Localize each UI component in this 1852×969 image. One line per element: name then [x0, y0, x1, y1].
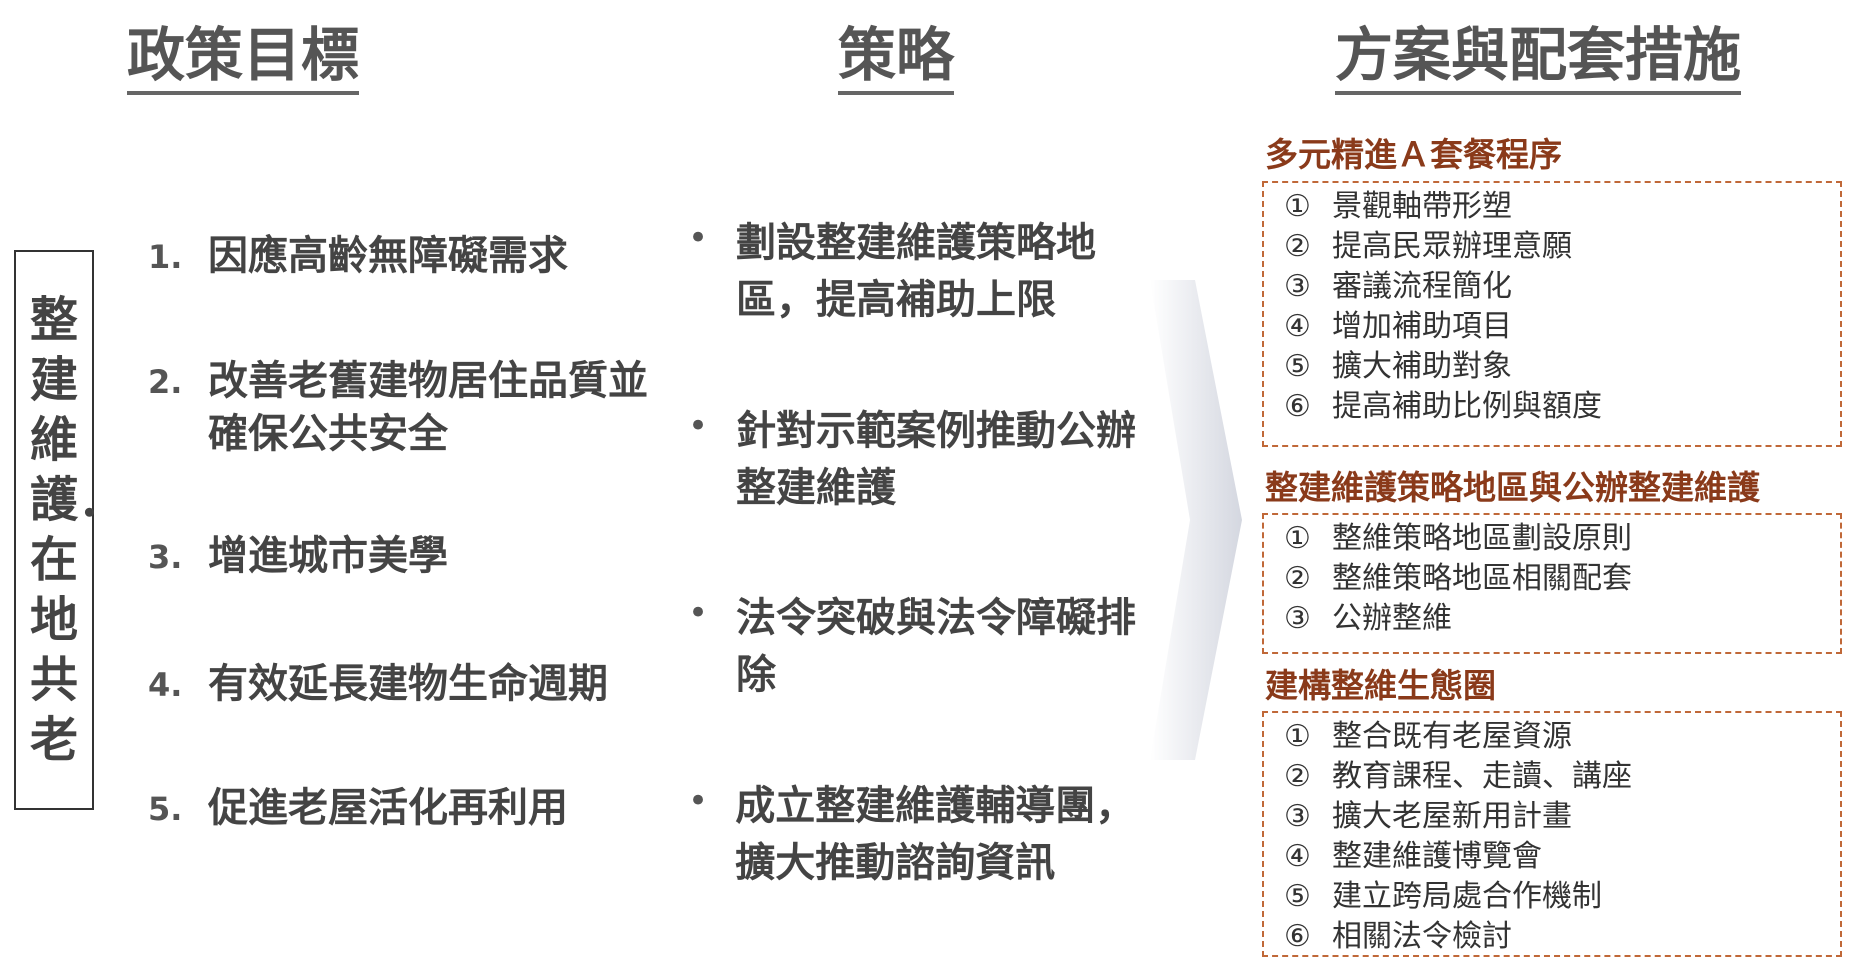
goal-number: 5. — [148, 790, 183, 828]
item-number: ④ — [1284, 839, 1311, 874]
measure-item: ⑥ 提高補助比例與額度 — [1284, 387, 1840, 427]
measure-item: ④ 增加補助項目 — [1284, 307, 1840, 347]
item-text: 增加補助項目 — [1332, 309, 1512, 344]
goal-item: 4. 有效延長建物生命週期 — [148, 658, 668, 711]
goal-number: 3. — [148, 538, 183, 576]
goal-item: 2. 改善老舊建物居住品質並確保公共安全 — [148, 355, 668, 461]
item-number: ① — [1284, 521, 1311, 556]
item-text: 整維策略地區劃設原則 — [1332, 521, 1632, 556]
item-text: 整建維護博覽會 — [1332, 839, 1542, 874]
goal-number: 2. — [148, 363, 183, 401]
item-text: 擴大老屋新用計畫 — [1332, 799, 1572, 834]
measure-item: ① 整合既有老屋資源 — [1284, 717, 1840, 757]
item-text: 建立跨局處合作機制 — [1332, 879, 1602, 914]
strategy-text: 針對示範案例推動公辦整建維護 — [736, 408, 1136, 511]
strategy-text: 劃設整建維護策略地區，提高補助上限 — [736, 220, 1096, 323]
measure-item: ④ 整建維護博覽會 — [1284, 837, 1840, 877]
measure-item: ① 整維策略地區劃設原則 — [1284, 519, 1840, 559]
measure-item: ② 教育課程、走讀、講座 — [1284, 757, 1840, 797]
item-text: 擴大補助對象 — [1332, 349, 1512, 384]
header-policy-goals: 政策目標 — [127, 22, 360, 95]
header-strategy: 策略 — [838, 22, 955, 95]
strategy-text: 成立整建維護輔導團，擴大推動諮詢資訊 — [735, 783, 1136, 886]
item-text: 整維策略地區相關配套 — [1332, 561, 1632, 596]
vertical-theme-box: 整建維護．在地共老 — [14, 250, 127, 810]
group-box: ① 整合既有老屋資源 ② 教育課程、走讀、講座 ③ 擴大老屋新用計畫 ④ 整建維護博覽會… — [1262, 711, 1842, 957]
item-number: ⑤ — [1284, 879, 1311, 914]
item-number: ③ — [1284, 269, 1311, 304]
item-number: ③ — [1284, 601, 1311, 636]
group-title: 多元精進Ａ套餐程序 — [1265, 135, 1562, 174]
group-title: 整建維護策略地區與公辦整建維護 — [1265, 468, 1760, 507]
goal-text: 促進老屋活化再利用 — [208, 785, 568, 831]
item-text: 相關法令檢討 — [1332, 919, 1512, 954]
group-box: ① 景觀軸帶形塑 ② 提高民眾辦理意願 ③ 審議流程簡化 ④ 增加補助項目 ⑤ 擴大補助對… — [1262, 181, 1842, 447]
measure-item: ① 景觀軸帶形塑 — [1284, 187, 1840, 227]
goal-text: 因應高齡無障礙需求 — [208, 233, 568, 279]
item-number: ③ — [1284, 799, 1311, 834]
strategy-item: • 成立整建維護輔導團，擴大推動諮詢資訊 — [688, 778, 1168, 892]
measure-item: ⑤ 擴大補助對象 — [1284, 347, 1840, 387]
goal-text: 增進城市美學 — [208, 533, 448, 579]
strategy-text: 法令突破與法令障礙排除 — [736, 595, 1136, 698]
chevron-shape — [1150, 280, 1242, 760]
item-text: 審議流程簡化 — [1332, 269, 1512, 304]
item-text: 提高補助比例與額度 — [1332, 389, 1602, 424]
vertical-theme-label: 整建維護．在地共老 — [30, 292, 127, 768]
item-text: 公辦整維 — [1332, 601, 1452, 636]
goal-text: 改善老舊建物居住品質並確保公共安全 — [208, 358, 648, 457]
goal-number: 1. — [148, 238, 183, 276]
measure-item: ③ 公辦整維 — [1284, 599, 1840, 639]
measure-item: ⑤ 建立跨局處合作機制 — [1284, 877, 1840, 917]
measure-item: ② 整維策略地區相關配套 — [1284, 559, 1840, 599]
measure-item: ③ 擴大老屋新用計畫 — [1284, 797, 1840, 837]
group-box: ① 整維策略地區劃設原則 ② 整維策略地區相關配套 ③ 公辦整維 — [1262, 513, 1842, 654]
bullet-icon: • — [688, 781, 709, 821]
measure-item: ⑥ 相關法令檢討 — [1284, 917, 1840, 957]
bullet-icon: • — [688, 593, 709, 633]
item-number: ② — [1284, 229, 1311, 264]
goal-item: 1. 因應高齡無障礙需求 — [148, 230, 668, 283]
item-number: ① — [1284, 719, 1311, 754]
header-measures: 方案與配套措施 — [1335, 22, 1742, 95]
chevron-arrow-icon — [1150, 280, 1242, 760]
item-number: ④ — [1284, 309, 1311, 344]
item-text: 景觀軸帶形塑 — [1332, 189, 1512, 224]
measure-item: ② 提高民眾辦理意願 — [1284, 227, 1840, 267]
item-number: ① — [1284, 189, 1311, 224]
item-text: 教育課程、走讀、講座 — [1332, 759, 1632, 794]
measure-item: ③ 審議流程簡化 — [1284, 267, 1840, 307]
item-number: ⑥ — [1284, 389, 1311, 424]
item-number: ② — [1284, 759, 1311, 794]
bullet-icon: • — [688, 406, 709, 446]
goal-text: 有效延長建物生命週期 — [208, 661, 608, 707]
goal-item: 5. 促進老屋活化再利用 — [148, 782, 668, 835]
goal-item: 3. 增進城市美學 — [148, 530, 668, 583]
bullet-icon: • — [688, 218, 709, 258]
strategy-item: • 針對示範案例推動公辦整建維護 — [688, 403, 1168, 517]
item-number: ② — [1284, 561, 1311, 596]
goal-number: 4. — [148, 666, 183, 704]
strategy-item: • 劃設整建維護策略地區，提高補助上限 — [688, 215, 1168, 329]
item-number: ⑤ — [1284, 349, 1311, 384]
item-text: 提高民眾辦理意願 — [1332, 229, 1572, 264]
item-text: 整合既有老屋資源 — [1332, 719, 1572, 754]
group-title: 建構整維生態圈 — [1265, 666, 1496, 705]
strategy-item: • 法令突破與法令障礙排除 — [688, 590, 1168, 704]
item-number: ⑥ — [1284, 919, 1311, 954]
